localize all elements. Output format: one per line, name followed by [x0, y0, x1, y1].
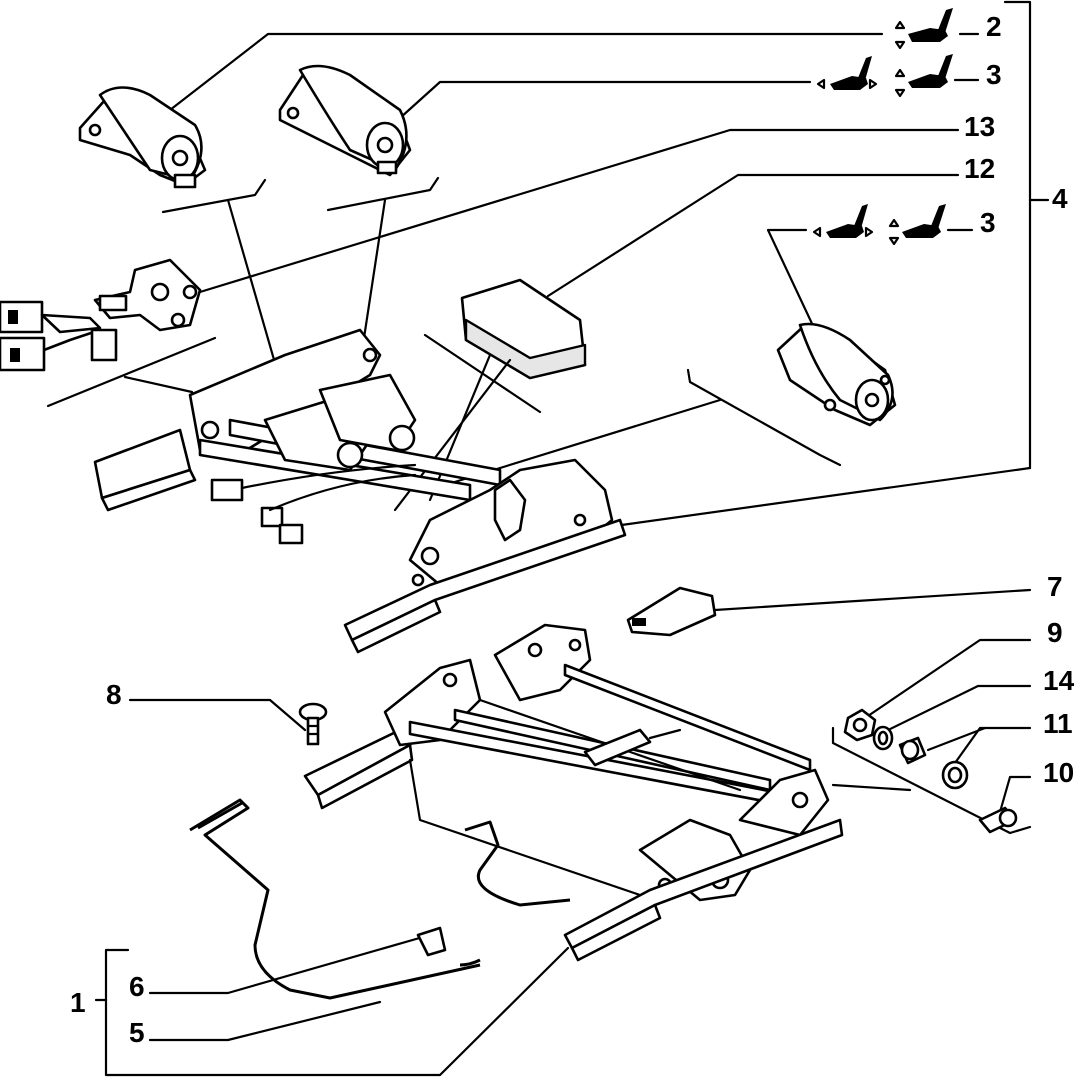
callout-labels: 2 3 13 12 4 3 7 9 14 11 10 8 6 1 5: [70, 11, 1075, 1048]
leader-lines: [128, 32, 1032, 1042]
group-4-bracket: [598, 0, 1050, 530]
callout-11: 11: [1043, 708, 1073, 739]
seat-tilt-icon: [894, 54, 953, 98]
callout-8: 8: [106, 679, 122, 710]
callout-13: 13: [964, 111, 995, 142]
lever-5-6: [189, 798, 571, 1000]
pad-12: [393, 278, 587, 512]
seat-height-icon: [888, 204, 946, 246]
callout-1: 1: [70, 987, 86, 1018]
callout-9: 9: [1047, 617, 1063, 648]
seat-fore-aft-icon: [812, 204, 874, 238]
small-parts: [843, 708, 1018, 834]
callout-6: 6: [129, 971, 145, 1002]
motor-3: [278, 64, 440, 432]
callout-7: 7: [1047, 571, 1063, 602]
motor-3-right: [443, 322, 897, 487]
callout-12: 12: [964, 153, 995, 184]
lower-frame: [303, 623, 844, 962]
group-1-bracket: [94, 946, 570, 1077]
callout-4: 4: [1052, 183, 1068, 214]
callout-3-right: 3: [980, 207, 996, 238]
callout-2: 2: [986, 11, 1002, 42]
seat-fore-aft-icon: [816, 56, 878, 90]
upper-frame-4: [46, 328, 627, 654]
callout-5: 5: [129, 1017, 145, 1048]
callout-14: 14: [1043, 665, 1075, 696]
harness-13: [0, 258, 202, 372]
bolt-8: [298, 702, 328, 746]
callout-3-top: 3: [986, 59, 1002, 90]
seat-height-icon: [894, 8, 953, 50]
bracket-7: [626, 586, 717, 637]
callout-10: 10: [1043, 757, 1074, 788]
